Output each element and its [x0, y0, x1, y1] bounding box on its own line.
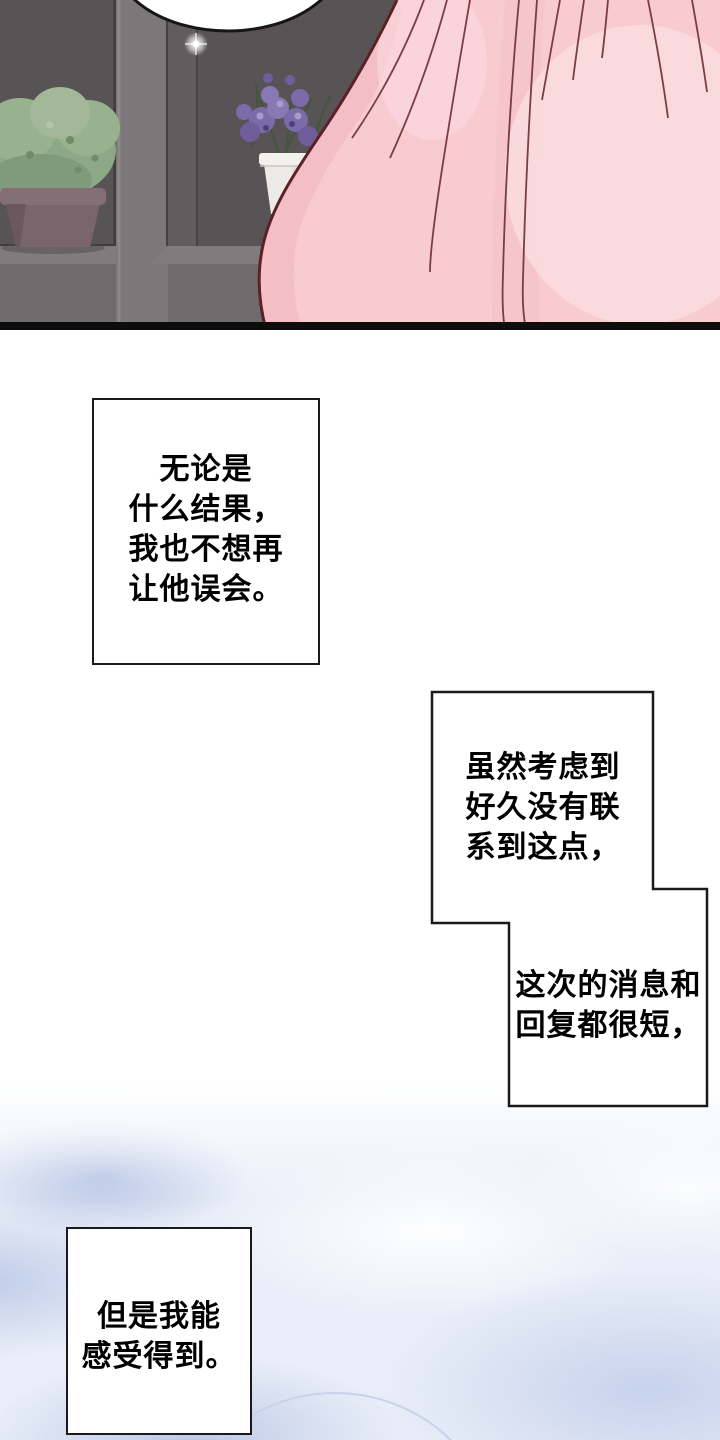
- narration-box-4: 但是我能 感受得到。: [66, 1227, 252, 1435]
- plant-foliage: [0, 87, 120, 206]
- narration-line: 感受得到。: [81, 1340, 237, 1373]
- purple-flowers: [236, 73, 318, 146]
- narration-line: 系到这点，: [465, 831, 621, 864]
- narration-line: 让他误会。: [128, 573, 284, 606]
- fabric-fold-lines: [351, 0, 708, 330]
- narration-box-2-3-outline: [430, 690, 709, 1108]
- narration-line: 这次的消息和: [515, 969, 702, 1002]
- wall-pillar: [116, 0, 168, 330]
- narration-line: 我也不想再: [128, 533, 284, 566]
- panel-bottom-line: [0, 322, 720, 330]
- narration-line: 好久没有联: [465, 791, 621, 824]
- narration-box-2: 虽然考虑到 好久没有联 系到这点，: [432, 748, 654, 868]
- narration-line: 回复都很短，: [515, 1009, 702, 1042]
- sparkle-icon: [184, 32, 208, 56]
- narration-line: 什么结果，: [128, 493, 284, 526]
- plant-pot: [0, 188, 106, 254]
- pink-fabric: [257, 0, 720, 330]
- scene-drawing: [0, 0, 720, 330]
- narration-line: 无论是: [159, 453, 253, 486]
- narration-line: 但是我能: [97, 1300, 221, 1333]
- fabric-edge-line: [257, 0, 399, 330]
- narration-line: 虽然考虑到: [465, 751, 621, 784]
- illustration-panel: [0, 0, 720, 330]
- potted-plant: [0, 87, 120, 254]
- narration-box-1: 无论是 什么结果， 我也不想再 让他误会。: [92, 398, 320, 665]
- narration-box-3: 这次的消息和 回复都很短，: [509, 966, 708, 1046]
- speech-bubble: [132, 0, 324, 33]
